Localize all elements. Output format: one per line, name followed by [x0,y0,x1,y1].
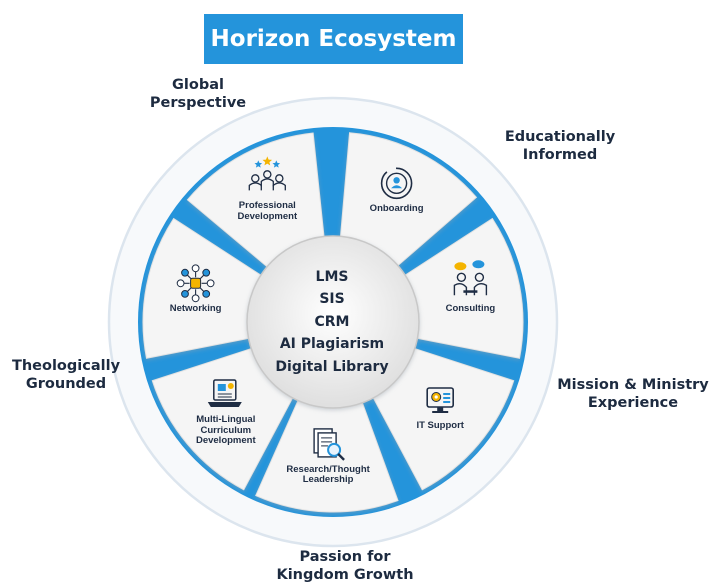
core-item: CRM [314,313,350,330]
onboarding-icon [380,167,413,200]
research-icon [313,428,345,461]
core-item: Digital Library [275,358,389,375]
segment-label-line: Development [195,435,256,446]
outer-label-theologically-grounded: Theologically Grounded [4,357,128,393]
segment-label-line: Networking [169,303,222,315]
consulting-icon [453,260,488,296]
segment-label: Networking [170,304,222,315]
outer-label-line: Perspective [149,95,247,111]
core-item: SIS [319,291,345,308]
outer-label-line: Educationally [504,129,616,145]
outer-label-line: Kingdom Growth [276,567,414,583]
outer-label-line: Passion for [299,549,391,565]
segment-label-line: Consulting [445,303,496,315]
segment-label-line: Professional [238,200,296,212]
outer-label-line: Mission & Ministry [557,377,709,393]
segment-label: Consulting [446,304,496,315]
outer-label-global-perspective: Global Perspective [148,76,248,112]
core-item: LMS [315,268,349,285]
segment-label-line: Onboarding [369,203,424,215]
diagram-title: Horizon Ecosystem [204,14,463,64]
segment-label: Onboarding [370,204,424,215]
curriculum-icon [207,379,242,407]
outer-label-line: Informed [522,147,598,163]
outer-label-mission-ministry-experience: Mission & Ministry Experience [550,376,716,412]
outer-label-line: Theologically [11,358,121,374]
segment-label-line: Multi-Lingual [196,414,256,425]
outer-label-line: Grounded [25,376,107,392]
segment-label-line: Curriculum [200,424,252,436]
outer-label-passion-kingdom-growth: Passion for Kingdom Growth [270,548,420,584]
core-circle [246,235,420,409]
outer-label-educationally-informed: Educationally Informed [494,128,626,164]
segment-label-line: Development [237,210,298,222]
segments-layer [142,132,524,513]
segment-label-line: Leadership [302,474,354,486]
outer-label-line: Global [172,77,224,93]
segment-label: IT Support [416,420,464,432]
outer-label-line: Experience [587,395,679,411]
core-item: AI Plagiarism [279,336,385,353]
professional-development-icon [248,156,286,191]
segment-label-line: Research/Thought [286,463,370,475]
it-support-icon [426,387,455,413]
core-services: LMS SIS CRM AI Plagiarism Digital Librar… [246,236,418,408]
networking-icon [176,264,215,303]
segment-label-line: IT Support [416,420,464,431]
